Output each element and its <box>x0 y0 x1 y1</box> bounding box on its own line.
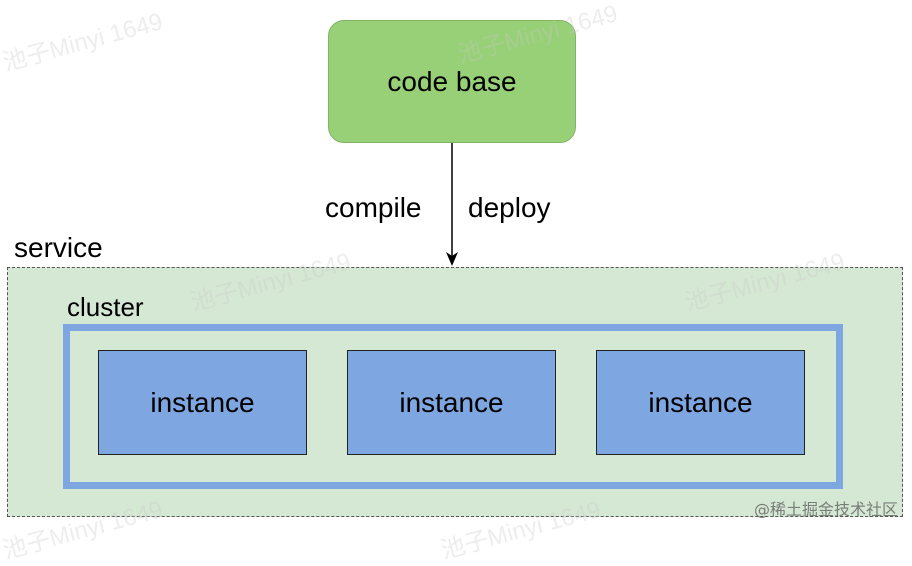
code-base-node: code base <box>328 20 576 143</box>
service-label: service <box>14 232 103 263</box>
instance-node: instance <box>98 350 307 455</box>
edge-label-compile: compile <box>325 192 422 223</box>
cluster-container <box>63 324 843 489</box>
edge-label-deploy: deploy <box>468 192 551 223</box>
instance-node: instance <box>596 350 805 455</box>
arrow-head <box>446 252 458 266</box>
instance-node: instance <box>347 350 556 455</box>
credit-label: @稀土掘金技术社区 <box>753 500 898 519</box>
cluster-label: cluster <box>67 292 144 322</box>
watermark-text: 池子Minyi 1649 <box>0 8 166 77</box>
